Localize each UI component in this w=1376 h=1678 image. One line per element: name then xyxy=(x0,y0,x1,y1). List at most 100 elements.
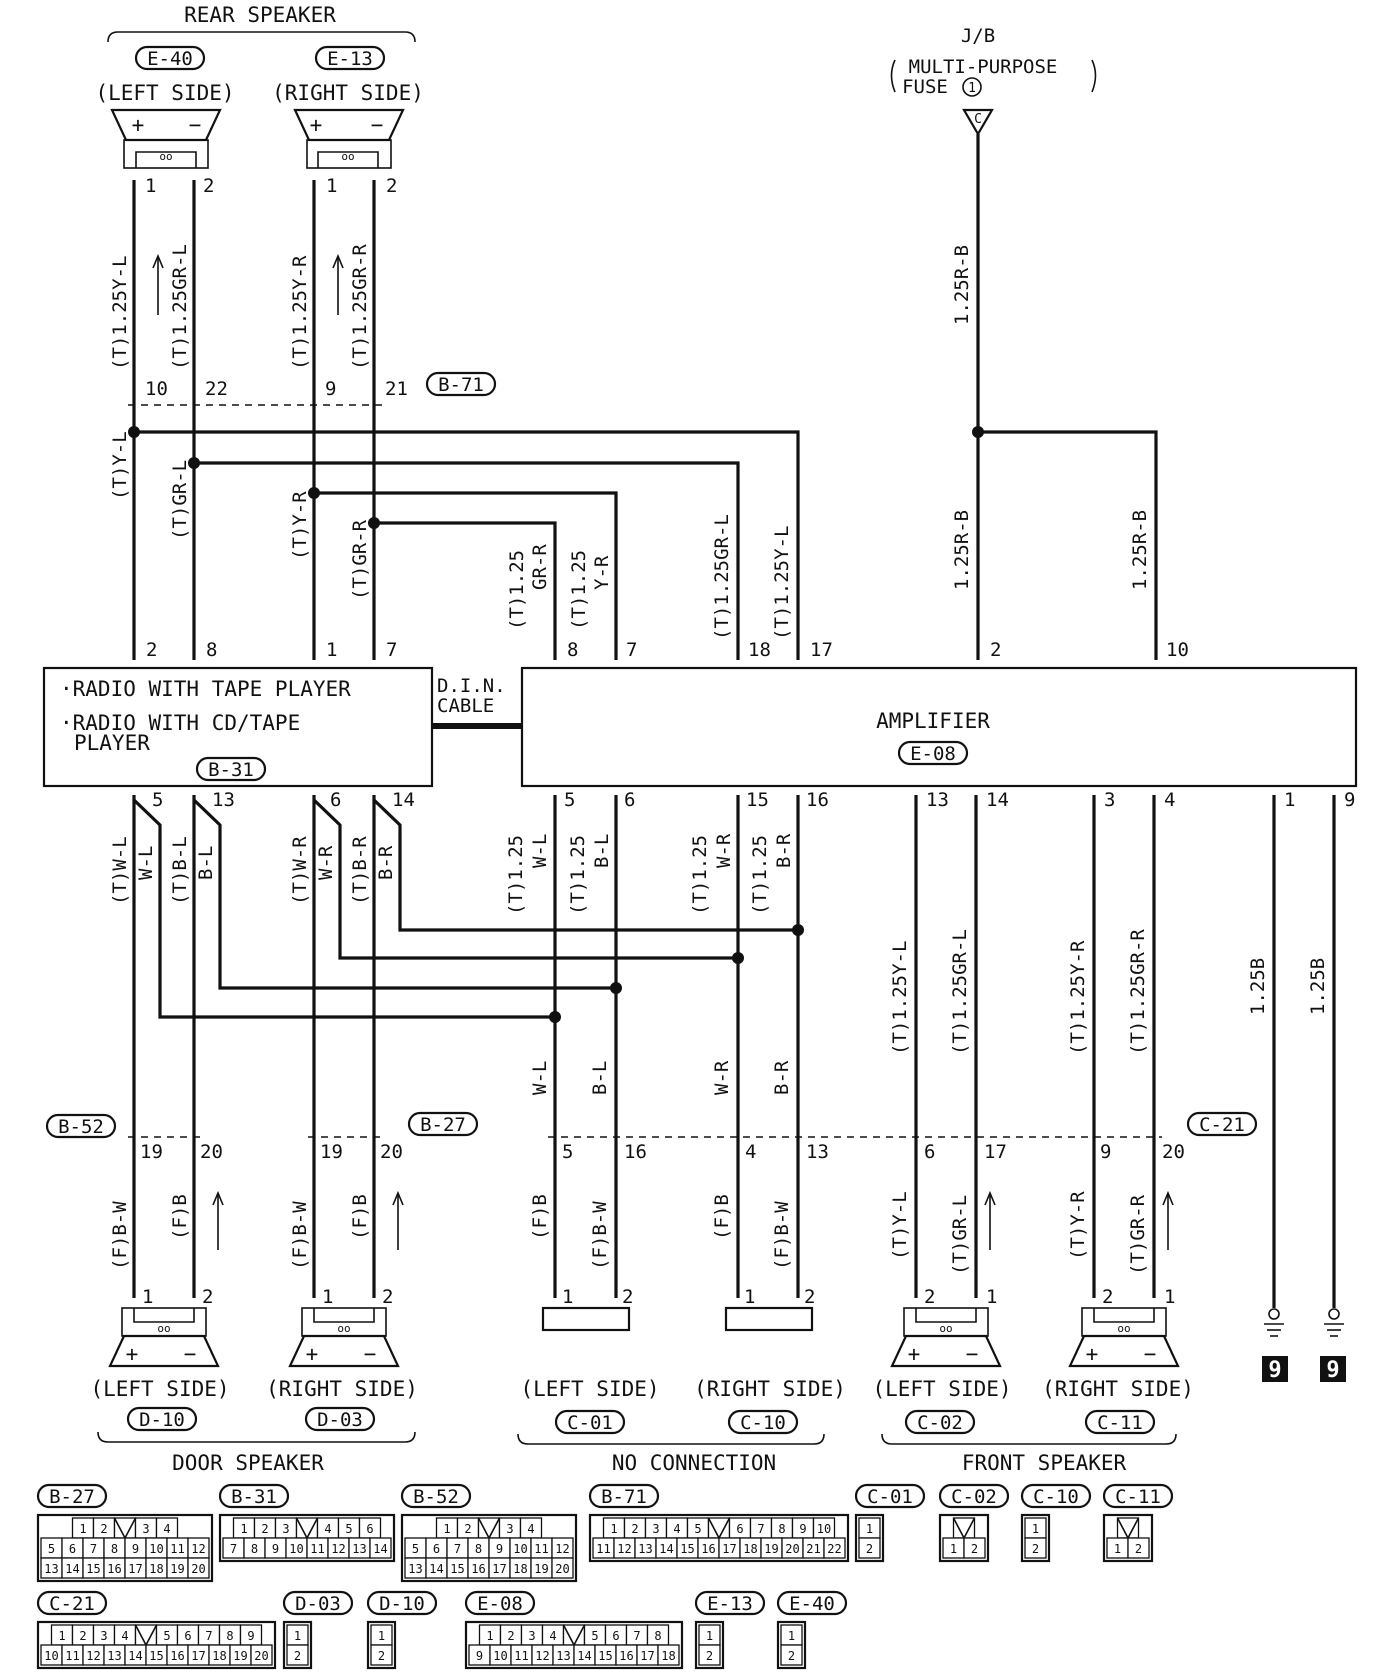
b71-pin-21: 21 xyxy=(385,378,408,400)
svg-text:+: + xyxy=(132,113,145,137)
amp-bot-pin-5: 5 xyxy=(564,789,575,811)
bw-5: (F)B-W xyxy=(589,1201,611,1270)
legend-pin: 20 xyxy=(555,1562,569,1576)
legend-pin: 12 xyxy=(191,1542,205,1556)
legend-pin: 12 xyxy=(617,1542,631,1556)
legend-pin: 7 xyxy=(454,1542,461,1556)
legend-code: D-03 xyxy=(295,1593,341,1615)
legend-pin: 16 xyxy=(170,1649,184,1663)
legend-pin: 11 xyxy=(310,1542,324,1556)
legend-pin: 17 xyxy=(128,1562,142,1576)
jb-label: J/B xyxy=(961,25,995,47)
c21-pin-16: 16 xyxy=(624,1141,647,1163)
din-line2: CABLE xyxy=(437,695,494,717)
legend-pin: 1 xyxy=(610,1522,617,1536)
legend-pin: 11 xyxy=(514,1649,528,1663)
wire-radio-tbl: (T)B-L xyxy=(169,836,191,905)
legend-pin: 5 xyxy=(694,1522,701,1536)
amp-top-pin-17: 17 xyxy=(810,639,833,661)
legend-pin: 6 xyxy=(366,1522,373,1536)
door-right-pin1: 1 xyxy=(322,1286,333,1308)
nc-right-pin1: 1 xyxy=(744,1286,755,1308)
nc-left-pin1: 1 xyxy=(562,1286,573,1308)
front-speaker-header: FRONT SPEAKER xyxy=(962,1451,1127,1475)
legend-pin: 2 xyxy=(79,1629,86,1643)
amp-bot-pin-3: 3 xyxy=(1104,789,1115,811)
front-speaker-right: 2 1 oo + − (RIGHT SIDE) C-11 xyxy=(1042,1286,1194,1435)
nc-left-pin2: 2 xyxy=(622,1286,633,1308)
legend-pin: 3 xyxy=(100,1629,107,1643)
front-left-pin2: 1 xyxy=(986,1286,997,1308)
legend-pin: 1 xyxy=(378,1629,385,1643)
legend-pin: 5 xyxy=(163,1629,170,1643)
legend-pin: 9 xyxy=(247,1629,254,1643)
legend-pin: 2 xyxy=(464,1522,471,1536)
legend-pin: 4 xyxy=(527,1522,534,1536)
c21-pin-9: 9 xyxy=(1100,1141,1111,1163)
amplifier-name: AMPLIFIER xyxy=(876,709,990,733)
legend-pin: 2 xyxy=(261,1522,268,1536)
legend-pin: 7 xyxy=(230,1542,237,1556)
nc-right-code: C-10 xyxy=(740,1412,786,1434)
legend-pin: 10 xyxy=(817,1522,831,1536)
nc-left-code: C-01 xyxy=(567,1412,613,1434)
legend-pin: 1 xyxy=(443,1522,450,1536)
legend-pin: 11 xyxy=(170,1542,184,1556)
legend-pin: 11 xyxy=(65,1649,79,1663)
amp-bot-pin-4: 4 xyxy=(1164,789,1175,811)
legend-pin: 1 xyxy=(294,1629,301,1643)
rear-speaker-right: E-13 (RIGHT SIDE) + − oo 1 2 xyxy=(272,45,424,197)
legend-pin: 13 xyxy=(352,1542,366,1556)
legend-pin: 17 xyxy=(492,1562,506,1576)
b71-code: B-71 xyxy=(438,374,484,396)
amp-bot-pin-15: 15 xyxy=(746,789,769,811)
legend-pin: 11 xyxy=(596,1542,610,1556)
c21-pin-4: 4 xyxy=(745,1141,756,1163)
wire-rear-right-1: (T)1.25Y-R xyxy=(289,255,311,370)
svg-text:−: − xyxy=(1144,1342,1157,1366)
legend-pin: 2 xyxy=(971,1542,978,1556)
legend-pin: 6 xyxy=(736,1522,743,1536)
front-left-pin1: 2 xyxy=(924,1286,935,1308)
legend-pin: 16 xyxy=(471,1562,485,1576)
b52-code: B-52 xyxy=(58,1116,104,1138)
wire-fuse-top: 1.25R-B xyxy=(951,245,973,325)
legend-code: D-10 xyxy=(379,1593,425,1615)
legend-pin: 12 xyxy=(555,1542,569,1556)
amp-bot-pin-1: 1 xyxy=(1284,789,1295,811)
wire-radio-br: B-R xyxy=(375,845,397,880)
front-left-side: (LEFT SIDE) xyxy=(872,1377,1011,1401)
legend-pin: 9 xyxy=(132,1542,139,1556)
door-left-side: (LEFT SIDE) xyxy=(90,1377,229,1401)
legend-pin: 4 xyxy=(121,1629,128,1643)
radio-unit: ·RADIO WITH TAPE PLAYER ·RADIO WITH CD/T… xyxy=(42,666,434,788)
legend-pin: 20 xyxy=(254,1649,268,1663)
wire-amp-b2: B-L xyxy=(591,834,613,868)
legend-pin: 20 xyxy=(785,1542,799,1556)
bw-7: (F)B-W xyxy=(771,1201,793,1270)
wire-radio-bl: B-L xyxy=(195,846,217,880)
legend-pin: 14 xyxy=(577,1649,591,1663)
legend-pin: 4 xyxy=(549,1629,556,1643)
legend-pin: 2 xyxy=(631,1522,638,1536)
c21-code: C-21 xyxy=(1199,1114,1245,1136)
legend-pin: 14 xyxy=(373,1542,387,1556)
legend-pin: 4 xyxy=(324,1522,331,1536)
front-right-side: (RIGHT SIDE) xyxy=(1042,1377,1194,1401)
rear-right-pin2: 2 xyxy=(386,175,397,197)
ground-2-label: 9 xyxy=(1326,1358,1339,1383)
door-right-pin2: 2 xyxy=(382,1286,393,1308)
wire-front-grl: (T)1.25GR-L xyxy=(949,929,971,1055)
wire-mid-a2: GR-R xyxy=(529,544,551,590)
legend-pin: 1 xyxy=(58,1629,65,1643)
legend-pin: 2 xyxy=(1032,1542,1039,1556)
legend-pin: 13 xyxy=(107,1649,121,1663)
legend-pin: 7 xyxy=(90,1542,97,1556)
